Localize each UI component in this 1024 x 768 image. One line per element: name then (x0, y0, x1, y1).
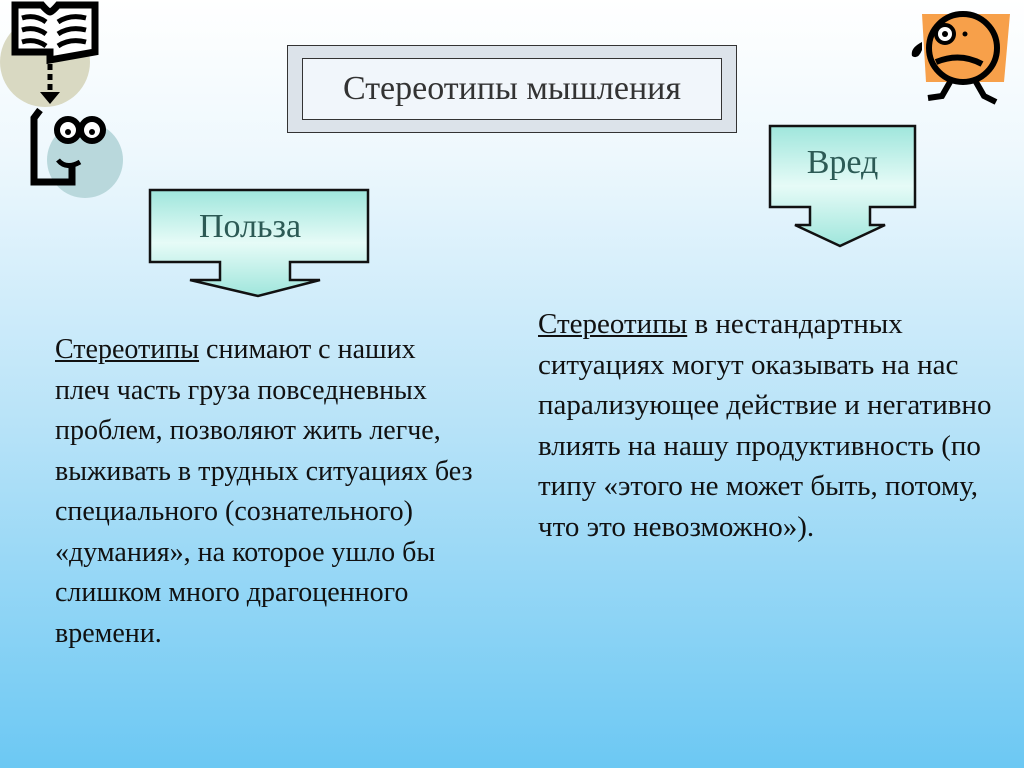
title-box: Стереотипы мышления (287, 45, 737, 133)
worried-face-icon (911, 11, 1010, 105)
benefit-label: Польза (198, 208, 302, 245)
harm-lead: Стереотипы (538, 308, 688, 340)
harm-text: Стереотипы в нестандартных ситуациях мог… (538, 304, 998, 547)
benefit-lead: Стереотипы (55, 334, 200, 365)
harm-body: в нестандартных ситуациях могут оказыват… (538, 308, 992, 543)
benefit-text: Стереотипы снимают с наших плеч часть гр… (55, 330, 475, 654)
harm-label: Вред (806, 144, 879, 181)
book-to-head-icon (0, 1, 123, 198)
benefit-body: снимают с наших плеч часть груза повседн… (55, 334, 473, 649)
page-title: Стереотипы мышления (302, 58, 722, 120)
